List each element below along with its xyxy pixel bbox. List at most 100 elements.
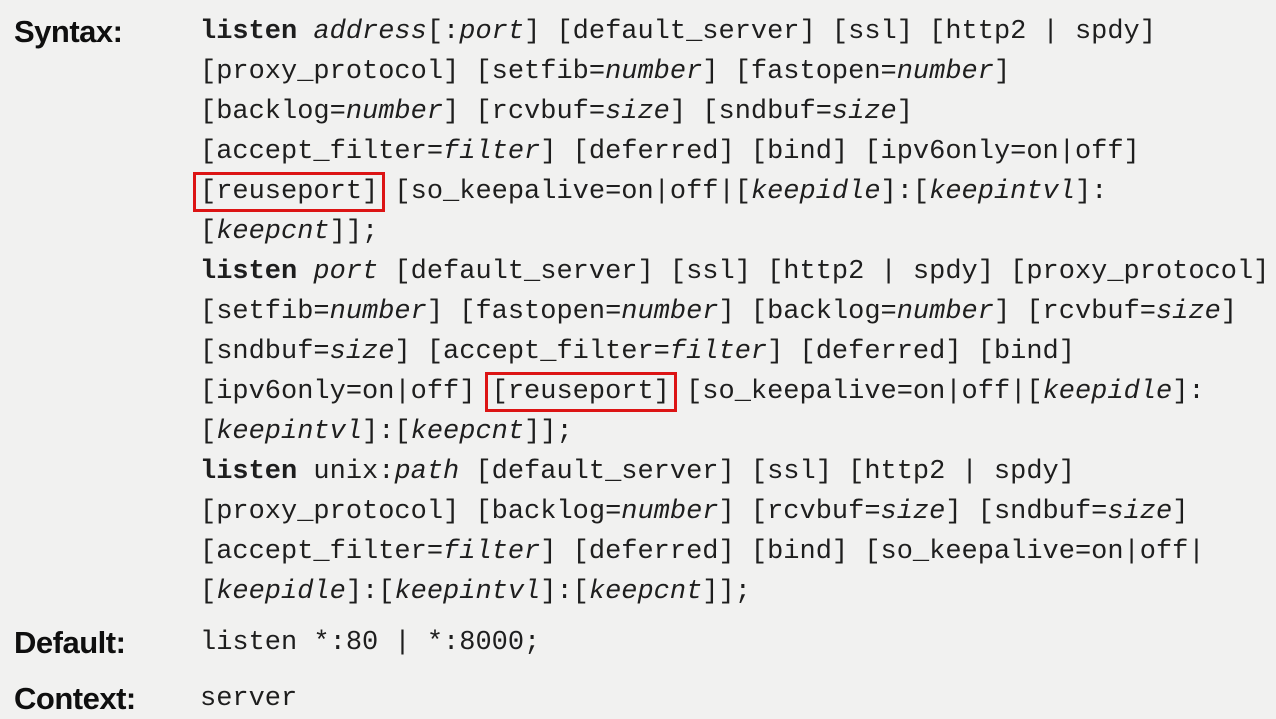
- code-segment: keepcnt: [588, 577, 703, 607]
- code-segment: [proxy_protocol] [setfib=: [200, 57, 606, 87]
- code-line: [setfib=number] [fastopen=number] [backl…: [200, 292, 1276, 332]
- row-default: Default: listen *:80 | *:8000;: [14, 618, 1276, 668]
- code-line: [backlog=number] [rcvbuf=size] [sndbuf=s…: [200, 92, 1276, 132]
- code-segment: ]: [1220, 297, 1237, 327]
- row-context: Context: server: [14, 674, 1276, 719]
- code-segment: ] [default_server] [ssl] [http2 | spdy]: [524, 17, 1156, 47]
- code-segment: ]: [1172, 497, 1189, 527]
- context-content: server: [200, 674, 1276, 719]
- code-segment: ]:[: [345, 577, 395, 607]
- code-segment: ]:[: [362, 417, 411, 447]
- code-segment: ] [sndbuf=: [669, 97, 832, 127]
- code-segment: [so_keepalive=on|off|[: [669, 377, 1043, 407]
- syntax-content: listen address[:port] [default_server] […: [193, 12, 1276, 612]
- code-line: listen port [default_server] [ssl] [http…: [200, 252, 1276, 292]
- code-segment: [setfib=: [200, 297, 330, 327]
- code-segment: listen: [200, 17, 314, 47]
- code-line: [proxy_protocol] [setfib=number] [fastop…: [200, 52, 1276, 92]
- default-label: Default:: [14, 625, 126, 660]
- code-segment: unix:: [313, 457, 395, 487]
- code-segment: number: [605, 57, 703, 87]
- code-segment: number: [345, 97, 444, 127]
- code-segment: size: [605, 97, 670, 127]
- code-segment: keepidle: [216, 577, 346, 607]
- code-segment: number: [896, 57, 994, 87]
- code-segment: [ipv6only=on|off]: [200, 377, 492, 407]
- code-segment: size: [880, 497, 946, 527]
- code-segment: [default_server] [ssl] [http2 | spdy]: [459, 457, 1075, 487]
- code-segment: ] [deferred] [bind] [so_keepalive=on|off…: [540, 537, 1205, 567]
- code-line: [reuseport] [so_keepalive=on|off|[keepid…: [193, 172, 1276, 212]
- code-segment: listen: [200, 457, 314, 487]
- code-line: [accept_filter=filter] [deferred] [bind]…: [200, 532, 1276, 572]
- code-segment: number: [329, 297, 427, 327]
- code-line: listen unix:path [default_server] [ssl] …: [200, 452, 1276, 492]
- code-segment: ] [deferred] [bind] [ipv6only=on|off]: [540, 137, 1140, 167]
- code-segment: ] [rcvbuf=: [443, 97, 606, 127]
- code-line: [accept_filter=filter] [deferred] [bind]…: [200, 132, 1276, 172]
- code-segment: ]];: [702, 577, 751, 607]
- code-segment: keepidle: [1042, 377, 1173, 407]
- code-segment: port: [459, 17, 525, 47]
- code-segment: [accept_filter=: [200, 537, 444, 567]
- code-segment: ] [fastopen=: [702, 57, 897, 87]
- code-segment: [proxy_protocol] [backlog=: [200, 497, 622, 527]
- row-syntax: Syntax: listen address[:port] [default_s…: [14, 12, 1276, 612]
- code-segment: address: [313, 17, 427, 47]
- code-segment: keepintvl: [216, 417, 363, 447]
- syntax-label: Syntax:: [14, 14, 123, 49]
- highlighted-token: [reuseport]: [193, 172, 386, 212]
- code-segment: server: [200, 684, 298, 714]
- code-line: [keepcnt]];: [200, 212, 1276, 252]
- code-segment: [: [200, 417, 217, 447]
- code-segment: listen: [200, 257, 314, 287]
- code-line: [ipv6only=on|off] [reuseport] [so_keepal…: [200, 372, 1276, 412]
- code-line: [keepintvl]:[keepcnt]];: [200, 412, 1276, 452]
- code-line: listen address[:port] [default_server] […: [200, 12, 1276, 52]
- code-segment: [: [200, 577, 217, 607]
- code-segment: ]];: [329, 217, 379, 247]
- default-content: listen *:80 | *:8000;: [200, 618, 1276, 668]
- code-segment: keepidle: [750, 177, 881, 207]
- code-line: server: [200, 674, 1276, 719]
- code-segment: number: [896, 297, 994, 327]
- code-segment: ]:: [1074, 177, 1108, 207]
- code-segment: size: [329, 337, 395, 367]
- code-segment: ]];: [524, 417, 573, 447]
- code-segment: path: [394, 457, 460, 487]
- code-segment: keepcnt: [410, 417, 525, 447]
- code-segment: [backlog=: [200, 97, 346, 127]
- code-segment: number: [621, 497, 719, 527]
- highlighted-token: [reuseport]: [484, 372, 677, 412]
- code-line: [proxy_protocol] [backlog=number] [rcvbu…: [200, 492, 1276, 532]
- code-line: [sndbuf=size] [accept_filter=filter] [de…: [200, 332, 1276, 372]
- code-segment: ]:[: [540, 577, 589, 607]
- code-segment: ] [deferred] [bind]: [767, 337, 1075, 367]
- code-segment: filter: [443, 137, 541, 167]
- code-segment: ] [rcvbuf=: [718, 497, 881, 527]
- code-segment: [:: [426, 17, 460, 47]
- code-segment: ]: [993, 57, 1011, 87]
- code-segment: size: [1107, 497, 1173, 527]
- code-segment: ] [sndbuf=: [945, 497, 1108, 527]
- code-segment: [accept_filter=: [200, 137, 444, 167]
- code-segment: number: [621, 297, 719, 327]
- code-line: [keepidle]:[keepintvl]:[keepcnt]];: [200, 572, 1276, 612]
- code-segment: port: [313, 257, 379, 287]
- code-segment: keepcnt: [216, 217, 330, 247]
- code-segment: filter: [669, 337, 768, 367]
- code-segment: [sndbuf=: [200, 337, 330, 367]
- code-segment: filter: [443, 537, 541, 567]
- code-segment: [: [200, 217, 217, 247]
- code-line: listen *:80 | *:8000;: [200, 618, 1276, 668]
- code-segment: ] [rcvbuf=: [993, 297, 1156, 327]
- code-segment: listen *:80 | *:8000;: [200, 628, 541, 658]
- code-segment: ]:[: [880, 177, 930, 207]
- code-segment: size: [831, 97, 897, 127]
- context-label: Context:: [14, 681, 136, 716]
- code-segment: ] [backlog=: [718, 297, 897, 327]
- code-segment: keepintvl: [394, 577, 541, 607]
- code-segment: ] [accept_filter=: [394, 337, 670, 367]
- code-segment: [so_keepalive=on|off|[: [378, 177, 751, 207]
